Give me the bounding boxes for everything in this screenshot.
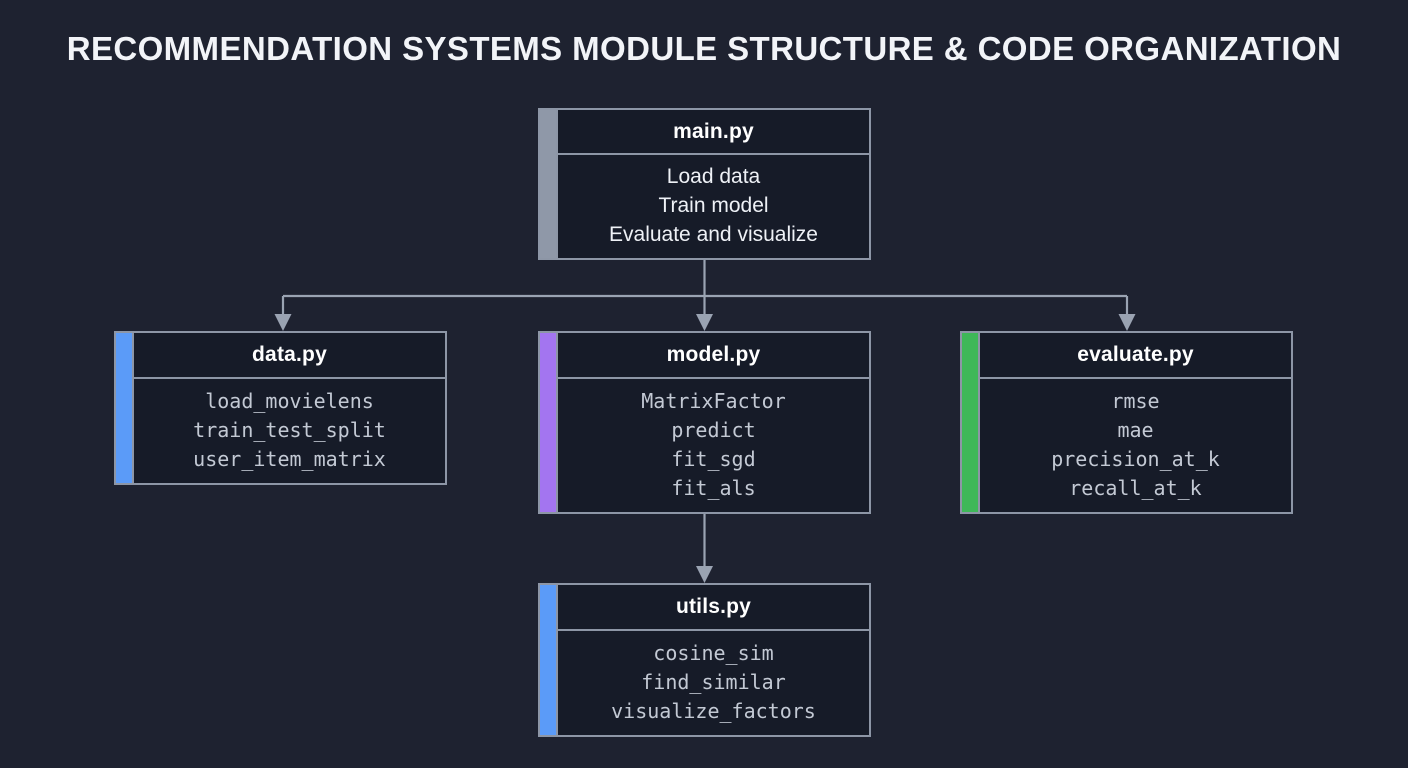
module-item: train_test_split <box>193 417 386 442</box>
module-items-utils: cosine_sim find_similar visualize_factor… <box>556 631 869 735</box>
module-box-model[interactable]: model.py MatrixFactor predict fit_sgd fi… <box>538 331 871 514</box>
page-title: RECOMMENDATION SYSTEMS MODULE STRUCTURE … <box>66 30 1342 67</box>
module-body-utils: utils.py cosine_sim find_similar visuali… <box>556 585 869 735</box>
module-item: rmse <box>1111 388 1160 413</box>
module-body-evaluate: evaluate.py rmse mae precision_at_k reca… <box>978 333 1291 512</box>
module-title-data: data.py <box>132 333 445 379</box>
module-item: find_similar <box>641 669 786 694</box>
arrowhead-data <box>274 314 292 331</box>
module-body-model: model.py MatrixFactor predict fit_sgd fi… <box>556 333 869 512</box>
arrowhead-evaluate <box>1118 314 1136 331</box>
module-item: Train model <box>658 194 769 217</box>
module-item: recall_at_k <box>1069 475 1202 500</box>
module-body-main: main.py Load data Train model Evaluate a… <box>556 110 869 258</box>
arrowhead-model <box>696 314 713 331</box>
module-title-model: model.py <box>556 333 869 379</box>
accent-bar-utils <box>540 585 556 735</box>
module-item: predict <box>671 417 756 442</box>
module-item: load_movielens <box>205 388 374 413</box>
module-item: cosine_sim <box>653 640 774 665</box>
accent-bar-main <box>540 110 556 258</box>
module-item: visualize_factors <box>611 698 816 723</box>
accent-bar-model <box>540 333 556 512</box>
module-title-main: main.py <box>556 110 869 155</box>
module-item: Evaluate and visualize <box>609 223 818 246</box>
module-item: Load data <box>666 165 761 188</box>
module-item: precision_at_k <box>1051 446 1220 471</box>
accent-bar-data <box>116 333 132 483</box>
module-items-model: MatrixFactor predict fit_sgd fit_als <box>556 379 869 512</box>
module-title-evaluate: evaluate.py <box>978 333 1291 379</box>
arrowhead-utils <box>696 566 713 583</box>
accent-bar-evaluate <box>962 333 978 512</box>
module-items-evaluate: rmse mae precision_at_k recall_at_k <box>978 379 1291 512</box>
module-box-evaluate[interactable]: evaluate.py rmse mae precision_at_k reca… <box>960 331 1293 514</box>
module-items-main: Load data Train model Evaluate and visua… <box>556 155 869 258</box>
module-item: mae <box>1117 417 1154 442</box>
module-item: fit_sgd <box>671 446 756 471</box>
module-item: fit_als <box>671 475 756 500</box>
module-item: MatrixFactor <box>641 388 786 413</box>
module-box-main[interactable]: main.py Load data Train model Evaluate a… <box>538 108 871 260</box>
module-title-utils: utils.py <box>556 585 869 631</box>
module-item: user_item_matrix <box>193 446 386 471</box>
module-items-data: load_movielens train_test_split user_ite… <box>132 379 445 483</box>
module-body-data: data.py load_movielens train_test_split … <box>132 333 445 483</box>
module-box-data[interactable]: data.py load_movielens train_test_split … <box>114 331 447 485</box>
module-box-utils[interactable]: utils.py cosine_sim find_similar visuali… <box>538 583 871 737</box>
